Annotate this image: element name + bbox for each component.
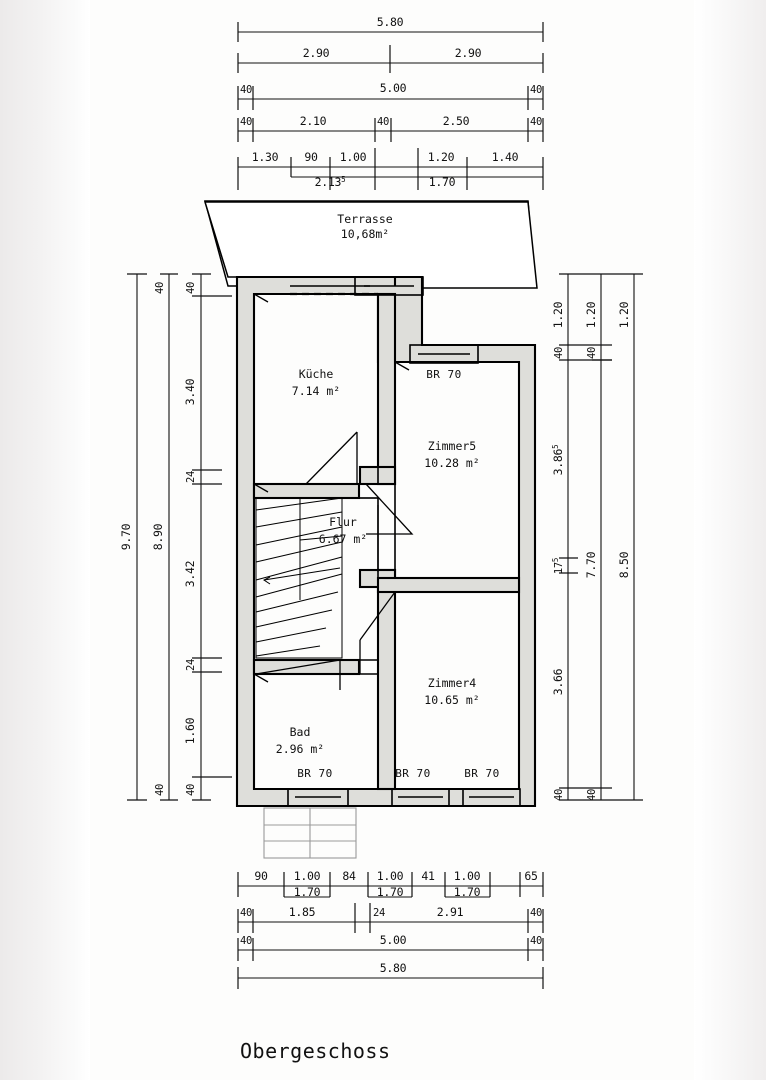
- dim-top-1-70: 1.70: [429, 175, 456, 189]
- dim-bot-1-00-c: 1.00: [454, 869, 481, 883]
- dim-top-40-a: 40: [240, 84, 252, 96]
- dim-top-90: 90: [304, 150, 318, 164]
- dim-right-40-top-a: 40: [553, 347, 565, 359]
- dim-right-8-50: 8.50: [617, 551, 631, 578]
- dim-top-40-c: 40: [240, 116, 252, 128]
- dim-top-40-d: 40: [377, 116, 389, 128]
- exterior-steps: [263, 807, 357, 859]
- room-label-zimmer4: Zimmer4: [428, 676, 477, 690]
- room-area-zimmer5: 10.28 m²: [424, 456, 479, 470]
- dim-right-40-bottom-a: 40: [553, 789, 565, 801]
- dim-top-1-40: 1.40: [492, 150, 519, 164]
- dim-right-175: 175: [551, 558, 565, 574]
- room-area-terrasse: 10,68m²: [341, 227, 389, 241]
- dim-top-2-10: 2.10: [300, 114, 327, 128]
- dim-right-1-20-b: 1.20: [584, 301, 598, 328]
- dim-top-40-b: 40: [530, 84, 542, 96]
- paper-area: [90, 0, 694, 1080]
- dim-bot-40-a: 40: [240, 907, 252, 919]
- left-dimension-chains: 9.70 8.90 40 40 3.40 24 3.42 24 1.60 40: [119, 273, 232, 801]
- dim-bot-40-c: 40: [240, 935, 252, 947]
- dim-right-40-bottom-b: 40: [586, 789, 598, 801]
- br70-label-zimmer4-right: BR 70: [464, 767, 500, 780]
- window-zimmer4-south-right: [462, 788, 521, 807]
- scan-edge-left: [0, 0, 90, 1080]
- dim-top-2-90-left: 2.90: [303, 46, 330, 60]
- window-zimmer5-north: [409, 344, 479, 364]
- dim-bot-1-00-b: 1.00: [377, 869, 404, 883]
- dim-left-24-b: 24: [185, 659, 197, 671]
- dim-left-3-40: 3.40: [183, 378, 197, 405]
- dim-bot-1-70-b: 1.70: [377, 885, 404, 899]
- dim-bot-84: 84: [342, 869, 356, 883]
- interior-walls: [252, 292, 521, 791]
- window-top-center: [354, 276, 424, 296]
- dim-right-3-865: 3.865: [551, 445, 565, 476]
- top-dimension-chains: 5.80 2.90 2.90 40 5.00 40 40: [237, 15, 544, 190]
- br70-label-bad: BR 70: [297, 767, 333, 780]
- dim-bot-5-80: 5.80: [380, 961, 407, 975]
- dim-right-1-20-c: 1.20: [617, 301, 631, 328]
- room-label-bad: Bad: [290, 725, 311, 739]
- room-area-kueche: 7.14 m²: [292, 384, 340, 398]
- dim-bot-1-00-a: 1.00: [294, 869, 321, 883]
- dim-right-3-66: 3.66: [551, 668, 565, 695]
- scan-edge-right: [694, 0, 766, 1080]
- room-label-terrasse: Terrasse: [337, 212, 392, 226]
- dim-bot-65: 65: [524, 869, 537, 883]
- room-area-zimmer4: 10.65 m²: [424, 693, 479, 707]
- dim-left-40-top: 40: [185, 282, 197, 294]
- room-area-bad: 2.96 m²: [276, 742, 324, 756]
- right-dimension-chains: 1.20 1.20 1.20 40 40 3.865 175 3.66 7.70…: [551, 273, 643, 801]
- dim-bot-1-70-c: 1.70: [454, 885, 481, 899]
- dim-left-40-bottom: 40: [185, 784, 197, 796]
- dim-bot-40-d: 40: [530, 935, 542, 947]
- room-label-zimmer5: Zimmer5: [428, 439, 476, 453]
- room-label-flur: Flur: [329, 515, 357, 529]
- dim-bot-40-b: 40: [530, 907, 542, 919]
- staircase: [255, 497, 343, 659]
- dim-right-1-20-a: 1.20: [551, 301, 565, 328]
- dim-top-2-50: 2.50: [443, 114, 470, 128]
- dim-left-40-top-outer: 40: [154, 282, 166, 294]
- dim-top-2-90-right: 2.90: [455, 46, 482, 60]
- br70-label-zimmer4-left: BR 70: [395, 767, 431, 780]
- doors: [255, 431, 414, 690]
- dim-left-40-bottom-outer: 40: [154, 784, 166, 796]
- dim-right-7-70: 7.70: [584, 551, 598, 578]
- dim-bot-41: 41: [421, 869, 435, 883]
- dim-right-40-top-b: 40: [586, 347, 598, 359]
- window-bad-south: [287, 788, 349, 807]
- plan-title: Obergeschoss: [240, 1039, 391, 1063]
- dim-top-5-80: 5.80: [377, 15, 404, 29]
- dim-left-8-90: 8.90: [151, 523, 165, 550]
- dim-left-9-70: 9.70: [119, 523, 133, 550]
- room-label-kueche: Küche: [299, 367, 334, 381]
- dim-bot-1-85: 1.85: [289, 905, 316, 919]
- dim-top-1-00: 1.00: [340, 150, 367, 164]
- dim-top-2-135: 2.135: [315, 175, 346, 189]
- dim-left-1-60: 1.60: [183, 717, 197, 744]
- dim-left-24-a: 24: [185, 471, 197, 483]
- window-zimmer4-south-left: [391, 788, 450, 807]
- dim-top-1-30: 1.30: [252, 150, 279, 164]
- bottom-dimension-chains: 90 1.00 84 1.00 41 1.00 65 1.70 1.70 1.7…: [237, 869, 544, 989]
- dim-top-1-20: 1.20: [428, 150, 455, 164]
- dim-left-3-42: 3.42: [183, 561, 197, 588]
- dim-bot-2-91: 2.91: [437, 905, 464, 919]
- dim-bot-90: 90: [254, 869, 268, 883]
- dim-bot-1-70-a: 1.70: [294, 885, 321, 899]
- dim-top-5-00: 5.00: [380, 81, 407, 95]
- room-area-flur: 6.67 m²: [319, 532, 367, 546]
- dim-top-40-e: 40: [530, 116, 542, 128]
- dim-bot-5-00: 5.00: [380, 933, 407, 947]
- door-jambs: [253, 293, 410, 683]
- br70-label-zimmer5: BR 70: [426, 368, 462, 381]
- dim-bot-24: 24: [373, 907, 385, 919]
